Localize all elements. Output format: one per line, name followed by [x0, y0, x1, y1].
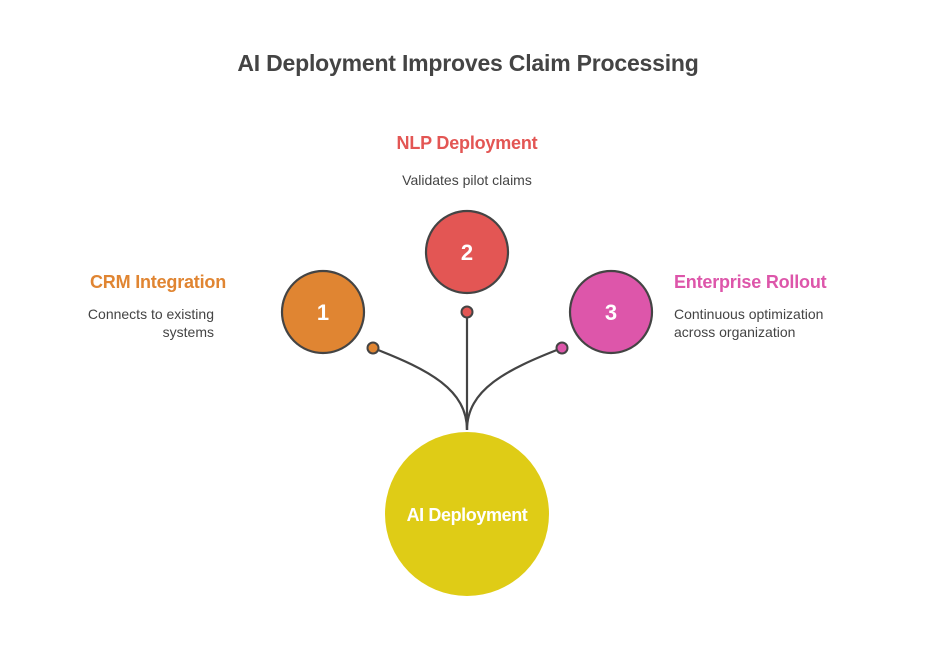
- diagram-title: AI Deployment Improves Claim Processing: [237, 50, 699, 76]
- step-3-title: Enterprise Rollout: [674, 272, 827, 292]
- step-2-connector-dot: [460, 305, 474, 319]
- center-node-label: AI Deployment: [407, 505, 528, 525]
- step-1-description-line-1: Connects to existing: [87, 306, 214, 322]
- step-1-title: CRM Integration: [90, 272, 226, 292]
- step-3-description-line-2: across organization: [674, 324, 796, 340]
- step-2-title: NLP Deployment: [396, 133, 538, 153]
- connector-1: [372, 346, 469, 431]
- step-1-description: Connects to existing systems: [40, 305, 214, 341]
- step-3-connector-dot: [555, 341, 569, 355]
- step-1-connector-dot: [366, 341, 380, 355]
- step-2-description-line-1: Validates pilot claims: [402, 172, 532, 188]
- step-2-description: Validates pilot claims: [317, 171, 617, 189]
- step-3-description-line-1: Continuous optimization: [674, 306, 824, 322]
- step-3-description: Continuous optimization across organizat…: [674, 305, 914, 341]
- step-3-number: 3: [605, 300, 617, 325]
- center-node: [385, 432, 549, 596]
- step-2-node: [424, 209, 510, 295]
- step-3-node: [568, 269, 654, 355]
- step-2-number: 2: [461, 240, 473, 265]
- connector-3: [465, 346, 563, 431]
- step-1-number: 1: [317, 300, 329, 325]
- step-1-description-line-2: systems: [162, 324, 214, 340]
- step-1-node: [280, 269, 366, 355]
